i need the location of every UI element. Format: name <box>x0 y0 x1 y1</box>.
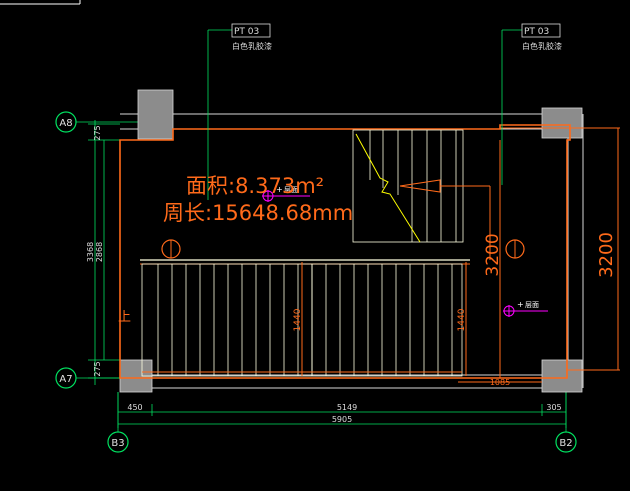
dim-left-middle: 3368 <box>86 242 95 262</box>
level-marker-lower-prefix: + <box>517 300 524 309</box>
column-top-left[interactable] <box>137 89 174 140</box>
axis-marker-b3[interactable]: B3 <box>107 431 129 453</box>
dim-right-outer: 3200 <box>596 232 617 278</box>
level-marker-lower-text: 层面 <box>525 301 539 309</box>
callout-left-code: PT 03 <box>234 27 259 37</box>
level-marker-upper[interactable]: + 层面 <box>262 185 310 202</box>
callout-left-text: 白色乳胶漆 <box>232 41 272 51</box>
dim-flight-right: 1440 <box>457 308 467 331</box>
axis-label-a7: A7 <box>59 374 72 385</box>
dim-flight-left: 1440 <box>293 308 303 331</box>
dim-landing: 1085 <box>490 378 510 387</box>
level-marker-lower[interactable]: + 层面 <box>503 300 548 317</box>
axis-label-b3: B3 <box>111 438 124 449</box>
dim-bottom-right: 305 <box>546 403 561 412</box>
dim-left-bottom: 275 <box>93 361 102 376</box>
axis-marker-a7[interactable]: A7 <box>55 367 77 389</box>
dim-right-inner: 3200 <box>483 233 503 276</box>
flight-dimension-lines <box>301 262 542 383</box>
stair-direction-arrow <box>399 179 491 260</box>
left-dimension-chain <box>88 120 120 385</box>
callout-left[interactable]: PT 03 白色乳胶漆 <box>207 23 272 200</box>
perimeter-label[interactable]: 周长:15648.68mm <box>163 201 353 225</box>
axis-label-a8: A8 <box>59 118 72 129</box>
dim-bottom-middle: 5149 <box>337 403 357 412</box>
stair-break-line <box>355 133 421 243</box>
wall-right[interactable] <box>567 114 584 388</box>
dim-bottom-left: 450 <box>127 403 142 412</box>
axis-label-b2: B2 <box>559 438 572 449</box>
dim-left-top: 275 <box>93 125 102 140</box>
callout-right-code: PT 03 <box>524 27 549 37</box>
bottom-dimension-chain <box>117 392 567 428</box>
callout-right-text: 白色乳胶漆 <box>522 41 562 51</box>
right-dimension-lines <box>499 128 619 378</box>
axis-marker-b2[interactable]: B2 <box>555 431 577 453</box>
dim-bottom-total: 5905 <box>332 415 352 424</box>
area-label[interactable]: 面积:8.373m² <box>186 174 324 198</box>
callout-right[interactable]: PT 03 白色乳胶漆 <box>501 23 562 185</box>
level-marker-upper-prefix: + <box>276 185 283 194</box>
column-bottom-right[interactable] <box>541 359 583 393</box>
axis-marker-a8[interactable]: A8 <box>55 111 77 133</box>
level-marker-upper-text: 层面 <box>284 186 298 194</box>
dim-left-inner: 2868 <box>95 242 104 262</box>
stair-up-label: 上 <box>118 310 131 325</box>
column-top-right[interactable] <box>541 107 583 139</box>
wall-bottom[interactable] <box>120 374 568 389</box>
room-boundary[interactable] <box>119 124 571 379</box>
